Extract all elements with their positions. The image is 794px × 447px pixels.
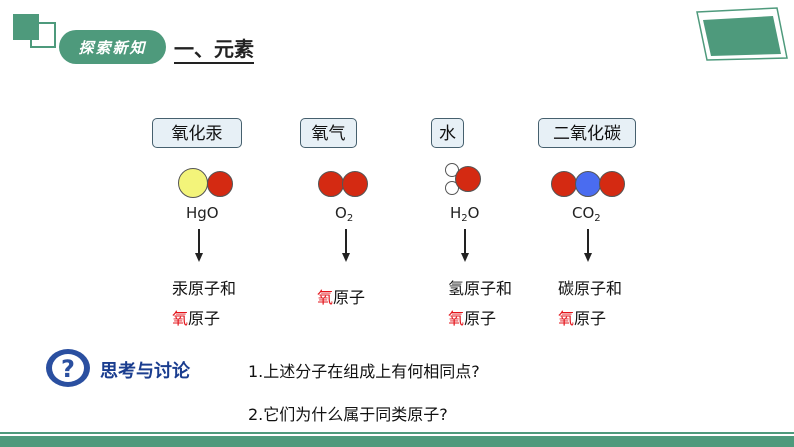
description-mercury-oxide: 汞原子和 氧原子 [172, 279, 237, 328]
arrow-head-icon [195, 253, 203, 262]
arrow-head-icon [342, 253, 350, 262]
discussion-title: 思考与讨论 [100, 361, 190, 382]
page-title: 一、元素 [174, 37, 254, 64]
substance-label-mercury-oxide: 氧化汞 [152, 118, 242, 148]
substance-label-oxygen: 氧气 [300, 118, 357, 148]
question-1: 1.上述分子在组成上有何相同点? [248, 362, 480, 381]
mercury-atom-icon [178, 168, 208, 198]
oxygen-atom-icon [318, 171, 344, 197]
description-oxygen: 氧原子 [317, 288, 366, 307]
substance-label-water: 水 [431, 118, 464, 148]
arrow-down-icon [198, 229, 200, 254]
formula-water: H2O [450, 204, 480, 224]
question-2: 2.它们为什么属于同类原子? [248, 405, 448, 424]
svg-text:?: ? [61, 355, 75, 383]
arrow-down-icon [345, 229, 347, 254]
description-carbon-dioxide: 碳原子和 氧原子 [558, 279, 623, 328]
arrow-down-icon [464, 229, 466, 254]
bottom-stripe-decoration [0, 432, 794, 434]
question-circle-icon: ? [46, 349, 90, 387]
oxygen-atom-icon [599, 171, 625, 197]
parallelogram-decoration [696, 7, 788, 61]
formula-mercury-oxide: HgO [186, 204, 219, 222]
oxygen-atom-icon [342, 171, 368, 197]
oxygen-atom-icon [455, 166, 481, 192]
oxygen-atom-icon [551, 171, 577, 197]
carbon-atom-icon [575, 171, 601, 197]
formula-carbon-dioxide: CO2 [572, 204, 601, 224]
bottom-bar-decoration [0, 436, 794, 447]
arrow-head-icon [584, 253, 592, 262]
description-water: 氢原子和 氧原子 [448, 279, 513, 328]
corner-square-decoration [13, 14, 39, 40]
oxygen-atom-icon [207, 171, 233, 197]
substance-label-carbon-dioxide: 二氧化碳 [538, 118, 636, 148]
section-badge: 探索新知 [59, 30, 166, 64]
arrow-head-icon [461, 253, 469, 262]
formula-oxygen: O2 [335, 204, 354, 224]
arrow-down-icon [587, 229, 589, 254]
corner-square-outline-decoration [30, 22, 56, 48]
